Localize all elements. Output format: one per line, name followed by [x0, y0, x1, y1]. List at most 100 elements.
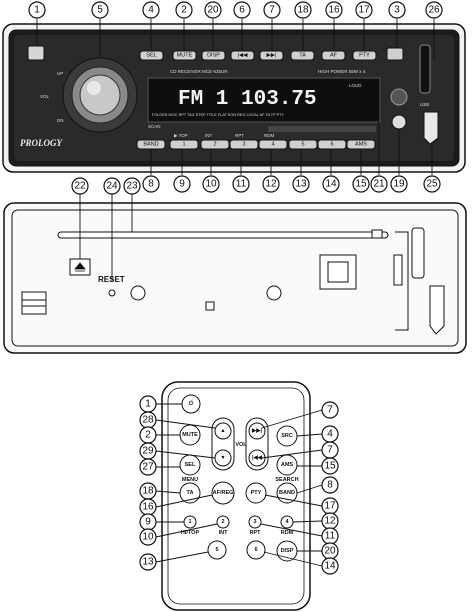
svg-text:3: 3 — [394, 5, 400, 16]
chassis-panel: RESET — [3, 202, 467, 354]
preset-2-label: 2 — [213, 142, 216, 148]
remote-pty-label: PTY — [251, 490, 262, 496]
svg-text:12: 12 — [324, 516, 336, 527]
knob-label-up: UP — [57, 71, 63, 76]
remote-pty-button[interactable] — [245, 482, 267, 504]
callout-6: 6 — [233, 1, 251, 19]
callout-19: 19 — [390, 175, 408, 193]
remote-next-button[interactable] — [248, 422, 266, 440]
remote-callout-13: 13 — [139, 553, 157, 571]
svg-text:11: 11 — [236, 179, 247, 190]
svg-text:22: 22 — [74, 181, 86, 192]
eject-front-button[interactable] — [386, 47, 404, 61]
svg-text:2: 2 — [181, 5, 187, 16]
svg-text:20: 20 — [324, 546, 336, 557]
remote-ams-label: AMS — [281, 462, 294, 468]
svg-text:9: 9 — [145, 517, 151, 528]
remote-callout-1: 1 — [139, 395, 157, 413]
next-button[interactable] — [259, 50, 284, 61]
remote-afreg-button[interactable] — [211, 481, 235, 505]
remote-preset-2-button[interactable] — [216, 515, 230, 529]
callout-5: 5 — [91, 1, 109, 19]
remote-next-label: ▶▶| — [251, 427, 262, 434]
preset-5-label: 5 — [301, 142, 304, 148]
card-slot[interactable] — [419, 44, 431, 94]
reset-label: RESET — [98, 275, 125, 284]
remote-callouts-right: 7 4 7 15 8 17 12 11 20 14 — [260, 401, 339, 575]
af-button[interactable] — [321, 50, 346, 61]
remote-vol-up-button[interactable] — [214, 422, 232, 440]
rdm-label: RDM — [264, 133, 274, 138]
sel-button[interactable] — [139, 50, 164, 61]
preset-3-button[interactable] — [229, 139, 259, 150]
svg-text:23: 23 — [126, 181, 138, 192]
display-frequency: FM 1 103.75 — [178, 88, 317, 111]
brand-logo: PROLOGY — [20, 138, 63, 148]
mute-button-label: MUTE — [177, 53, 193, 59]
remote-callout-11: 11 — [321, 527, 339, 545]
svg-text:14: 14 — [325, 179, 337, 190]
usb-port[interactable] — [423, 111, 439, 145]
svg-text:10: 10 — [142, 532, 154, 543]
callout-10: 10 — [202, 175, 220, 193]
callout-26: 26 — [425, 1, 443, 19]
power-button[interactable] — [27, 45, 45, 61]
remote-callout-2: 2 — [139, 426, 157, 444]
rpt-label: RPT — [235, 133, 244, 138]
svg-text:12: 12 — [265, 179, 277, 190]
preset-5-button[interactable] — [288, 139, 318, 150]
remote-preset-3-button[interactable] — [248, 515, 262, 529]
remote-preset-4-label: 4 — [285, 519, 289, 525]
knob-label-vol: VOL — [40, 94, 50, 99]
callout-4: 4 — [142, 1, 160, 19]
sel-button-label: SEL — [146, 53, 156, 59]
svg-text:16: 16 — [142, 502, 154, 513]
remote-preset-6-button[interactable] — [246, 540, 266, 560]
top-label: ▶ TOP — [174, 133, 188, 138]
callout-21: 21 — [370, 175, 388, 193]
svg-text:7: 7 — [327, 405, 333, 416]
remote-callout-7a: 7 — [321, 401, 339, 419]
disp-button[interactable] — [201, 50, 226, 61]
front-callouts-bottom: 8 9 10 11 12 13 14 15 21 19 25 — [142, 120, 441, 193]
svg-text:4: 4 — [148, 5, 154, 16]
scan-label: SCAN — [148, 124, 161, 129]
svg-text:17: 17 — [324, 501, 336, 512]
preset-6-button[interactable] — [317, 139, 347, 150]
svg-text:19: 19 — [393, 179, 405, 190]
remote-band-label: BAND — [279, 490, 295, 496]
remote-callouts-left: 1 28 2 29 27 18 16 9 10 13 — [139, 395, 218, 571]
reset-button[interactable] — [108, 289, 116, 297]
chassis-callouts: 22 24 23 — [71, 177, 141, 282]
preset-6-label: 6 — [330, 142, 333, 148]
svg-text:21: 21 — [373, 179, 385, 190]
front-panel: UP VOL DN PROLOGY SEL MUTE DISP |◀◀ ▶▶| … — [2, 23, 466, 173]
ta-button[interactable] — [290, 50, 315, 61]
preset-2-button[interactable] — [200, 139, 230, 150]
mute-button[interactable] — [172, 50, 197, 61]
callout-25: 25 — [423, 175, 441, 193]
svg-text:25: 25 — [426, 179, 438, 190]
front-callouts-top: 1 5 4 2 20 6 7 18 16 17 3 26 — [28, 1, 443, 60]
remote-callout-4: 4 — [321, 425, 339, 443]
model-text: CD RECEIVER MCE-525UR — [170, 69, 228, 74]
volume-knob[interactable] — [62, 57, 138, 133]
preset-3-label: 3 — [242, 142, 245, 148]
svg-text:27: 27 — [142, 462, 154, 473]
svg-text:4: 4 — [327, 429, 333, 440]
callout-23: 23 — [123, 177, 141, 195]
callout-11: 11 — [232, 175, 250, 193]
svg-text:8: 8 — [327, 480, 333, 491]
remote-callout-27: 27 — [139, 458, 157, 476]
preset-4-button[interactable] — [258, 139, 288, 150]
remote-callout-15: 15 — [321, 457, 339, 475]
pty-button[interactable] — [352, 50, 377, 61]
remote-power-label: ⏻ — [189, 400, 194, 407]
knob-label-dn: DN — [57, 118, 64, 123]
prev-button[interactable] — [230, 50, 255, 61]
remote-preset-5-button[interactable] — [207, 540, 227, 560]
preset-1-button[interactable] — [169, 139, 199, 150]
svg-text:26: 26 — [428, 5, 440, 16]
remote-disp-label: DISP — [281, 548, 294, 554]
